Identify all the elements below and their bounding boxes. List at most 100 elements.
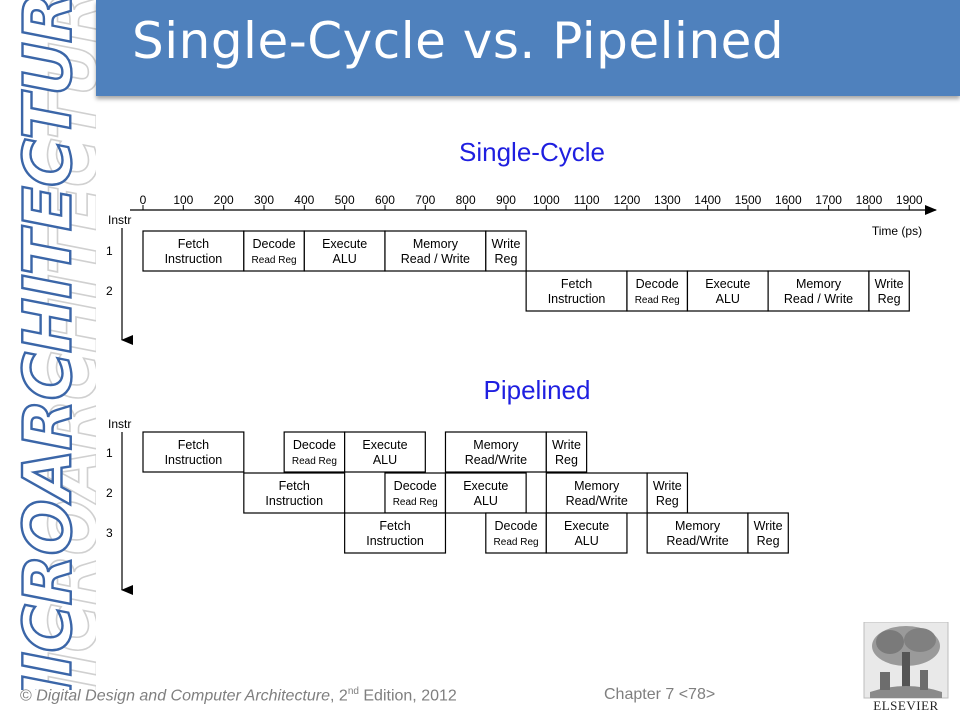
pipelined-stage-box <box>344 431 426 473</box>
time-tick-label: 1300 <box>654 193 681 207</box>
single-cycle-stage-line1: Memory <box>796 277 842 291</box>
pipelined-row-label-3: 3 <box>106 526 113 540</box>
pipelined-row-label-2: 2 <box>106 486 113 500</box>
edition-suffix: nd <box>347 686 359 697</box>
pipelined-stage-line1: Fetch <box>279 479 310 493</box>
pipelined-stage-line2: Reg <box>757 534 780 548</box>
single-cycle-instr-axis: Instr 1 2 <box>106 213 133 345</box>
single-cycle-stage-line1: Decode <box>253 237 296 251</box>
pipelined-stage-line2: Read Reg <box>393 497 438 508</box>
pipelined-stage-line1: Execute <box>362 438 407 452</box>
pipelined-stage-box <box>545 512 628 554</box>
pipelined-stage-line1: Fetch <box>178 438 209 452</box>
single-cycle-stage-box <box>767 270 870 312</box>
pipelined-stage-line1: Fetch <box>379 519 410 533</box>
book-title: Digital Design and Computer Architecture <box>36 687 331 705</box>
edition-number: 2 <box>338 687 348 705</box>
time-tick-label: 900 <box>496 193 516 207</box>
single-cycle-stage-box <box>525 270 628 312</box>
elsevier-tree-icon <box>863 621 949 699</box>
pipelined-stage-line2: Read Reg <box>292 456 337 467</box>
time-tick-label: 1100 <box>574 193 600 207</box>
single-cycle-stage-line2: ALU <box>332 252 356 266</box>
pipelined-stage-box <box>646 512 749 554</box>
single-cycle-stage-line1: Fetch <box>561 277 592 291</box>
single-cycle-stage-line2: Read / Write <box>401 252 470 266</box>
single-cycle-stage-line2: Reg <box>878 292 901 306</box>
pipelined-stage-line1: Write <box>552 438 581 452</box>
single-cycle-stage-line2: Instruction <box>548 292 606 306</box>
pipelined-stage-line2: Read/Write <box>465 453 527 467</box>
time-tick-label: 700 <box>415 193 435 207</box>
single-cycle-stage-line2: ALU <box>716 292 740 306</box>
pipelined-stage-box <box>444 472 527 514</box>
time-tick-label: 1500 <box>735 193 762 207</box>
pipelined-stage-box <box>283 431 346 473</box>
pipelined-stage-line2: ALU <box>574 534 598 548</box>
single-cycle-stage-line1: Write <box>492 237 521 251</box>
time-tick-label: 1000 <box>533 193 560 207</box>
single-cycle-time-label: Time (ps) <box>872 224 922 238</box>
pipelined-instr-label: Instr <box>108 417 131 431</box>
single-cycle-stage-line1: Fetch <box>178 237 209 251</box>
pipelined-stage-line1: Decode <box>495 519 538 533</box>
edition-text: Edition, 2012 <box>358 687 457 705</box>
pipelined-stage-box <box>384 472 447 514</box>
pipelined-stage-line1: Execute <box>564 519 609 533</box>
single-cycle-stage-box <box>686 270 769 312</box>
pipelined-stage-line1: Decode <box>293 438 336 452</box>
time-tick-label: 500 <box>335 193 355 207</box>
pipelined-stage-line2: Instruction <box>265 494 323 508</box>
pipelined-stage-box <box>243 472 346 514</box>
time-tick-label: 100 <box>173 193 193 207</box>
pipelined-stage-box <box>545 431 588 473</box>
pipelined-stage-line2: Reg <box>656 494 679 508</box>
footer-citation: © Digital Design and Computer Architectu… <box>20 686 457 705</box>
single-cycle-instr-label: Instr <box>108 213 131 227</box>
chapter-page-number: Chapter 7 <78> <box>604 686 716 703</box>
pipelined-stage-line2: Instruction <box>366 534 424 548</box>
pipelined-stage-line1: Decode <box>394 479 437 493</box>
pipelined-stage-line1: Write <box>754 519 783 533</box>
single-cycle-stage-line1: Memory <box>413 237 459 251</box>
pipelined-stage-line2: ALU <box>373 453 397 467</box>
time-tick-label: 1400 <box>694 193 721 207</box>
pipelined-stage-line2: Read/Write <box>566 494 628 508</box>
pipelined-row-label-1: 1 <box>106 446 113 460</box>
time-tick-label: 200 <box>214 193 234 207</box>
time-tick-label: 300 <box>254 193 274 207</box>
pipelined-stage-line1: Memory <box>574 479 620 493</box>
pipelined-stage-line1: Memory <box>675 519 721 533</box>
pipelined-stage-line2: Reg <box>555 453 578 467</box>
single-cycle-stage-box <box>485 230 527 272</box>
single-cycle-stage-line1: Execute <box>322 237 367 251</box>
copyright-symbol: © <box>20 687 32 705</box>
single-cycle-stage-line2: Reg <box>495 252 518 266</box>
single-cycle-stage-line2: Instruction <box>165 252 223 266</box>
